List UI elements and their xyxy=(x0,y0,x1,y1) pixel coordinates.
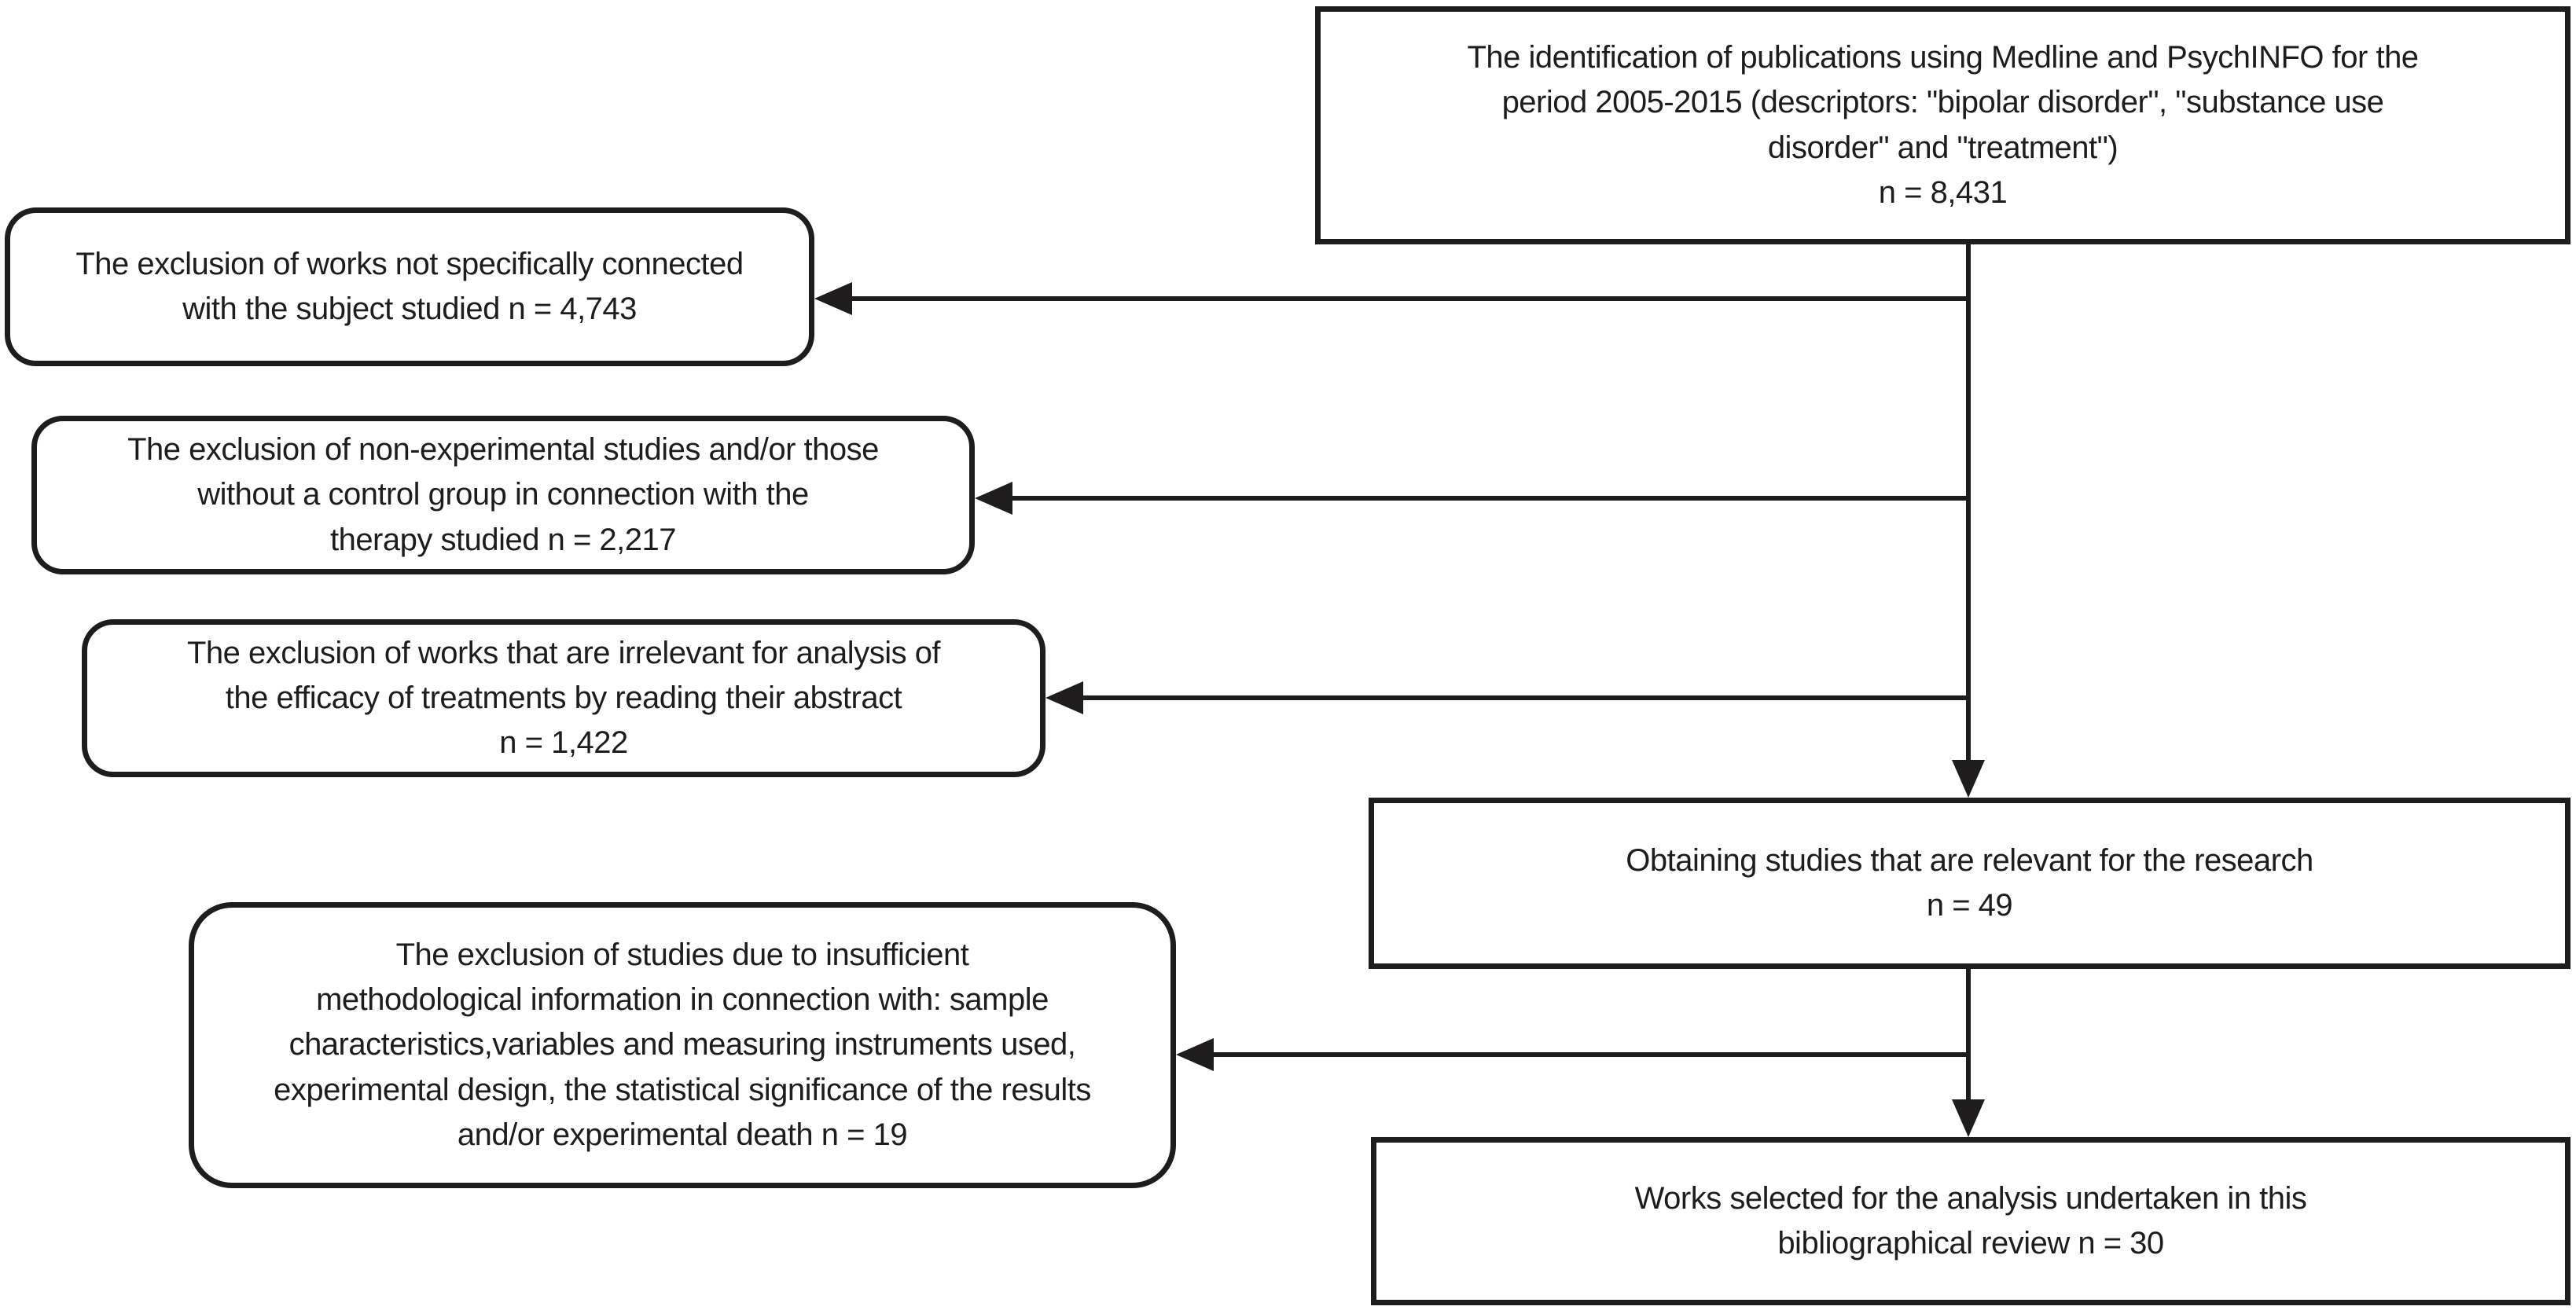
identification-text: The identification of publications using… xyxy=(1467,40,2419,210)
exclusion-non-experimental-box: The exclusion of non-experimental studie… xyxy=(31,416,975,574)
trunk-line-lower xyxy=(1966,969,1971,1103)
exclusion-not-connected-box: The exclusion of works not specifically … xyxy=(5,207,814,366)
arrowhead-into-exclusion-2 xyxy=(975,482,1012,515)
arrowhead-into-exclusion-1 xyxy=(814,282,852,315)
branch-line-exclusion-1 xyxy=(849,296,1971,301)
exclusion-irrelevant-text: The exclusion of works that are irreleva… xyxy=(186,635,941,761)
works-selected-box: Works selected for the analysis undertak… xyxy=(1371,1137,2570,1305)
works-selected-text: Works selected for the analysis undertak… xyxy=(1634,1180,2307,1260)
exclusion-insufficient-text: The exclusion of studies due to insuffic… xyxy=(274,938,1091,1152)
branch-line-exclusion-2 xyxy=(1009,496,1971,501)
exclusion-not-connected-text: The exclusion of works not specifically … xyxy=(75,246,744,326)
trunk-line-upper xyxy=(1966,244,1971,763)
exclusion-irrelevant-box: The exclusion of works that are irreleva… xyxy=(82,619,1045,777)
exclusion-non-experimental-text: The exclusion of non-experimental studie… xyxy=(127,432,879,557)
arrowhead-into-exclusion-3 xyxy=(1045,681,1083,714)
branch-line-exclusion-4 xyxy=(1211,1052,1971,1057)
arrowhead-into-exclusion-4 xyxy=(1176,1038,1214,1071)
identification-box: The identification of publications using… xyxy=(1315,6,2570,244)
arrowhead-into-works-selected xyxy=(1952,1099,1985,1137)
obtaining-studies-box: Obtaining studies that are relevant for … xyxy=(1369,798,2570,969)
exclusion-insufficient-box: The exclusion of studies due to insuffic… xyxy=(189,902,1176,1188)
arrowhead-into-obtaining xyxy=(1952,760,1985,798)
branch-line-exclusion-3 xyxy=(1080,695,1971,700)
obtaining-studies-text: Obtaining studies that are relevant for … xyxy=(1626,842,2313,923)
